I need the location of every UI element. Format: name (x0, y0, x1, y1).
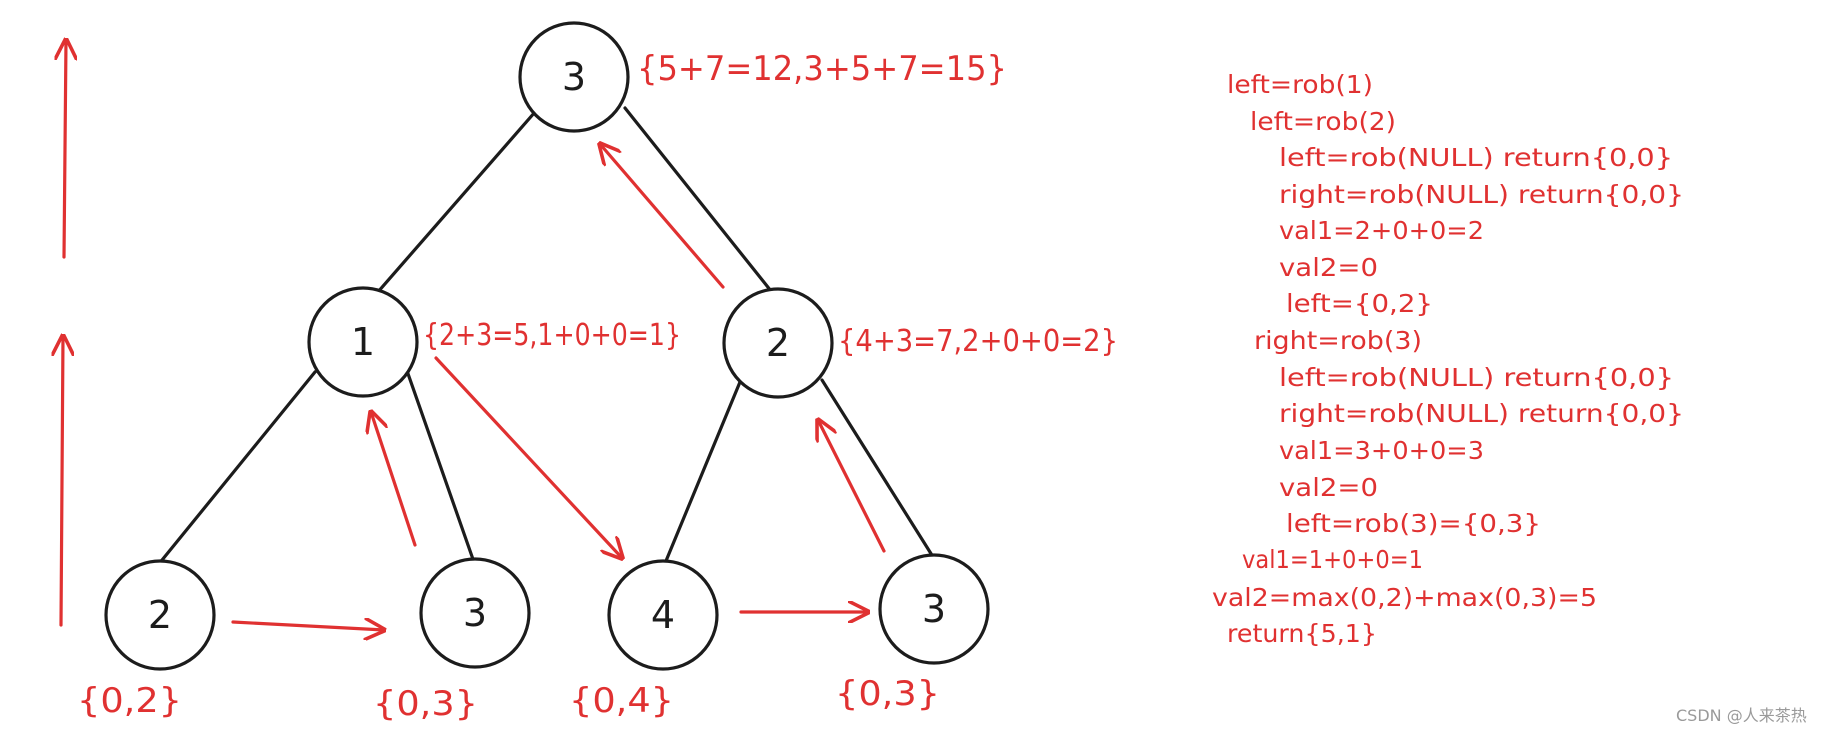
trace-line: val1=2+0+0=2 (1279, 216, 1484, 245)
annotation-root: {5+7=12,3+5+7=15} (637, 49, 1007, 89)
tree-node-leaf-1: 2 (104, 559, 216, 671)
tree-node-leaf-4: 3 (878, 553, 990, 665)
trace-line: val2=0 (1279, 253, 1378, 282)
tree-node-leaf-2: 3 (419, 557, 531, 669)
trace-line: val1=1+0+0=1 (1242, 545, 1423, 574)
recursion-trace: left=rob(1) left=rob(2) left=rob(NULL) r… (1212, 70, 1684, 648)
node-circle (878, 553, 990, 665)
annotation-leaf-4: {0,3} (835, 674, 940, 714)
tree-node-leaf-3: 4 (607, 559, 719, 671)
trace-line: val2=max(0,2)+max(0,3)=5 (1212, 583, 1597, 612)
annotation-leaf-3: {0,4} (569, 681, 674, 721)
tree-node-root: 3 (518, 21, 630, 133)
trace-line: val1=3+0+0=3 (1279, 436, 1484, 465)
node-value: 2 (148, 593, 172, 637)
tree-node-mid-right: 2 (722, 287, 834, 399)
tree-node-mid-left: 1 (307, 286, 419, 398)
annotation-mid-left: {2+3=5,1+0+0=1} (423, 318, 681, 353)
node-circle (722, 287, 834, 399)
node-value: 4 (651, 593, 675, 637)
node-circle (104, 559, 216, 671)
edge-left-leaf1 (156, 370, 317, 567)
annotation-leaf-2: {0,3} (373, 684, 478, 724)
node-annotations: {5+7=12,3+5+7=15} {2+3=5,1+0+0=1} {4+3=7… (77, 49, 1118, 724)
node-circle (518, 21, 630, 133)
trace-line: right=rob(NULL) return{0,0} (1279, 180, 1684, 209)
node-value: 2 (766, 321, 790, 365)
node-circle (607, 559, 719, 671)
node-value: 3 (562, 55, 586, 99)
node-value: 1 (351, 320, 375, 364)
arrow-mid-left-to-leaf3 (434, 356, 622, 558)
trace-line: left=rob(NULL) return{0,0} (1279, 143, 1673, 172)
arrow-leaf1-to-leaf2 (231, 622, 384, 630)
edge-root-right (623, 106, 777, 298)
annotation-leaf-1: {0,2} (77, 681, 182, 721)
node-value: 3 (463, 591, 487, 635)
trace-line: left=rob(3)={0,3} (1286, 509, 1541, 538)
trace-line: right=rob(NULL) return{0,0} (1279, 399, 1684, 428)
node-value: 3 (922, 587, 946, 631)
trace-line: left={0,2} (1286, 289, 1433, 318)
edge-right-leaf3 (659, 380, 742, 575)
edge-left-leaf2 (404, 366, 477, 567)
trace-line: left=rob(NULL) return{0,0} (1279, 363, 1674, 392)
annotation-mid-right: {4+3=7,2+0+0=2} (838, 324, 1118, 359)
flow-arrows (61, 40, 886, 630)
edge-right-leaf4 (820, 378, 937, 562)
arrow-mid-right-to-root (600, 144, 725, 289)
arrow-up-left-1 (64, 40, 66, 259)
watermark: CSDN @人来茶热 (1676, 706, 1807, 725)
arrow-up-left-2 (61, 336, 63, 627)
arrow-leaf4-to-mid-right (818, 420, 886, 553)
trace-line: val2=0 (1279, 473, 1378, 502)
tree-edges (156, 106, 937, 575)
trace-line: left=rob(1) (1227, 70, 1373, 99)
node-circle (307, 286, 419, 398)
trace-line: left=rob(2) (1250, 107, 1396, 136)
trace-line: right=rob(3) (1254, 326, 1422, 355)
edge-root-left (375, 110, 537, 295)
arrow-leaf2-to-mid-left (371, 412, 417, 547)
node-circle (419, 557, 531, 669)
trace-line: return{5,1} (1227, 619, 1377, 648)
